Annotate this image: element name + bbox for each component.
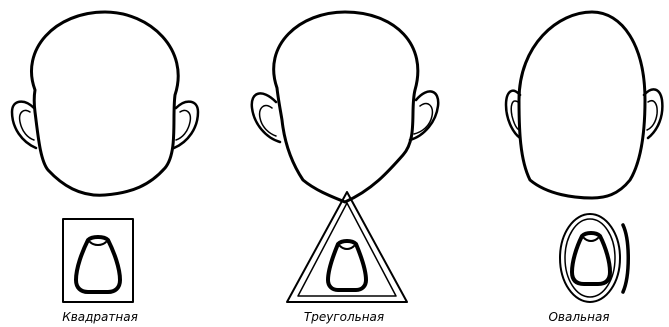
head-triangle: [252, 12, 438, 202]
right-ear-inner: [414, 104, 432, 134]
tooth-cap: [584, 238, 598, 241]
label-triangle: Треугольная: [264, 310, 424, 324]
oval-frame: [560, 214, 620, 302]
label-square: Квадратная: [20, 310, 180, 324]
head-square: [12, 12, 198, 195]
head-outline: [519, 12, 645, 198]
tooth-cap: [340, 246, 354, 249]
oval-frame-edge: [623, 225, 628, 292]
tooth-cap: [90, 242, 106, 245]
right-ear-inner: [647, 101, 657, 130]
label-oval: Овальная: [514, 310, 644, 324]
left-ear-icon: [252, 93, 280, 142]
right-ear-icon: [174, 102, 198, 148]
head-oval: [506, 12, 662, 198]
triangle-outer: [287, 192, 407, 302]
left-ear-icon: [12, 102, 36, 148]
left-ear-inner: [20, 110, 34, 140]
inset-square: [63, 219, 133, 302]
right-ear-icon: [644, 89, 662, 138]
right-ear-inner: [176, 110, 190, 140]
inset-triangle: [287, 192, 407, 302]
square-frame: [63, 219, 133, 302]
inset-oval: [560, 214, 628, 302]
head-outline: [274, 12, 418, 202]
head-outline: [31, 12, 178, 195]
